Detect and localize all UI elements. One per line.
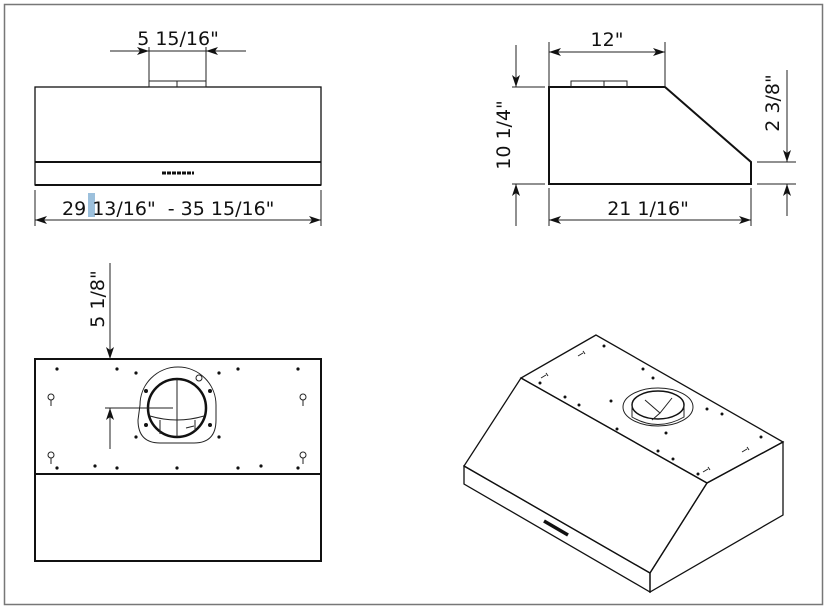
- mounting-holes: [55, 367, 300, 470]
- text-selection-highlight: [88, 193, 95, 217]
- iso-keyhole-slots: [540, 350, 750, 473]
- damper-pin: [195, 374, 203, 382]
- height-label: 10 1/4": [493, 100, 515, 170]
- iso-right-side: [649, 440, 784, 594]
- front-view: 5 15/16" 29 13/16" - 35 15/16": [34, 28, 322, 226]
- isometric-view: [463, 334, 785, 594]
- iso-mounting-holes: [538, 344, 763, 476]
- hood-top-outline: [34, 358, 322, 562]
- keyhole-slots: [47, 393, 307, 464]
- drawing-frame: [3, 3, 824, 606]
- top-depth-label: 12": [591, 29, 624, 51]
- hood-profile: [548, 86, 752, 185]
- front-height-label: 2 3/8": [762, 74, 784, 131]
- duct-collar-plate: [137, 366, 217, 444]
- iso-duct-collar: [622, 387, 694, 427]
- width-label: 29 13/16" - 35 15/16": [62, 198, 274, 220]
- vent-offset-label: 5 1/8": [87, 270, 109, 327]
- exhaust-vent: [570, 80, 628, 88]
- top-view: 5 1/8": [34, 263, 322, 562]
- vent-width-label: 5 15/16": [137, 28, 219, 50]
- iso-control-panel: [543, 519, 569, 537]
- depth-label: 21 1/16": [607, 198, 689, 220]
- side-view: 12" 10 1/4" 2 3/8" 21 1/16": [493, 29, 796, 226]
